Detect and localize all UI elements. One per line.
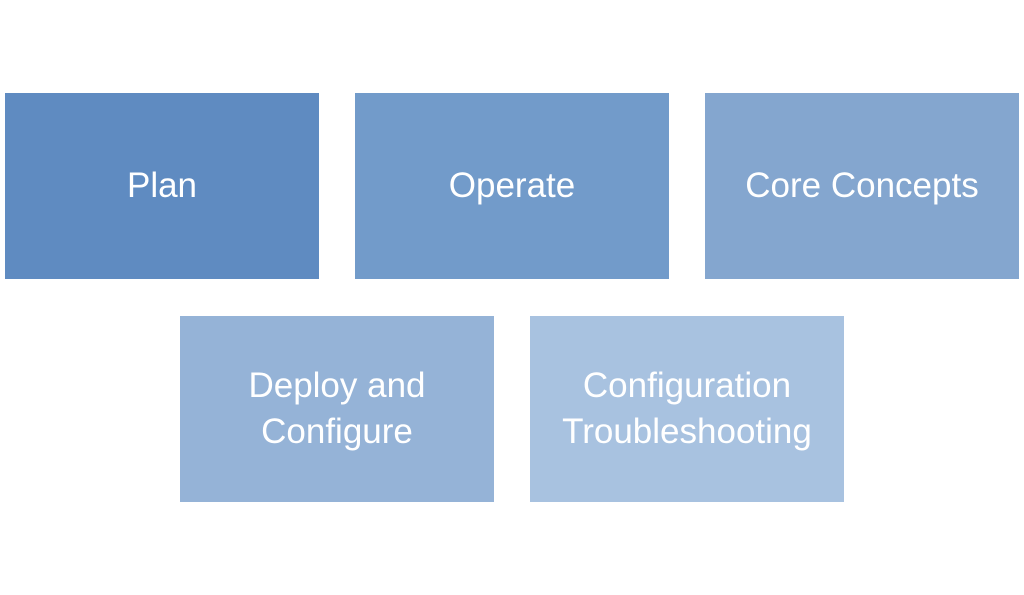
tile-label: Deploy and Configure <box>248 366 426 451</box>
tile-configuration-troubleshooting: Configuration Troubleshooting <box>530 316 844 502</box>
tile-label: Core Concepts <box>745 166 979 205</box>
tile-operate: Operate <box>355 93 669 279</box>
tile-plan: Plan <box>5 93 319 279</box>
tile-core-concepts: Core Concepts <box>705 93 1019 279</box>
tile-label: Plan <box>126 166 198 205</box>
tile-label: Configuration Troubleshooting <box>562 366 812 451</box>
tile-label: Operate <box>448 166 576 205</box>
tile-deploy-and-configure: Deploy and Configure <box>180 316 494 502</box>
